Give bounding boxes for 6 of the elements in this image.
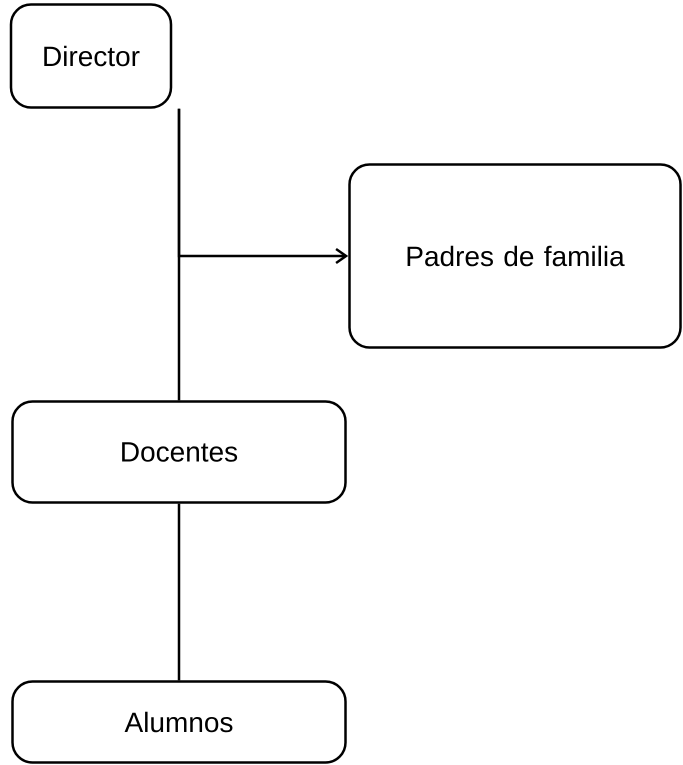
connector-line [178,504,180,680]
process-box: Padres de familia [348,163,682,349]
connector-line [178,108,180,400]
process-box: Docentes [11,400,347,504]
process-box: Alumnos [11,680,347,764]
process-box: Director [10,3,172,109]
